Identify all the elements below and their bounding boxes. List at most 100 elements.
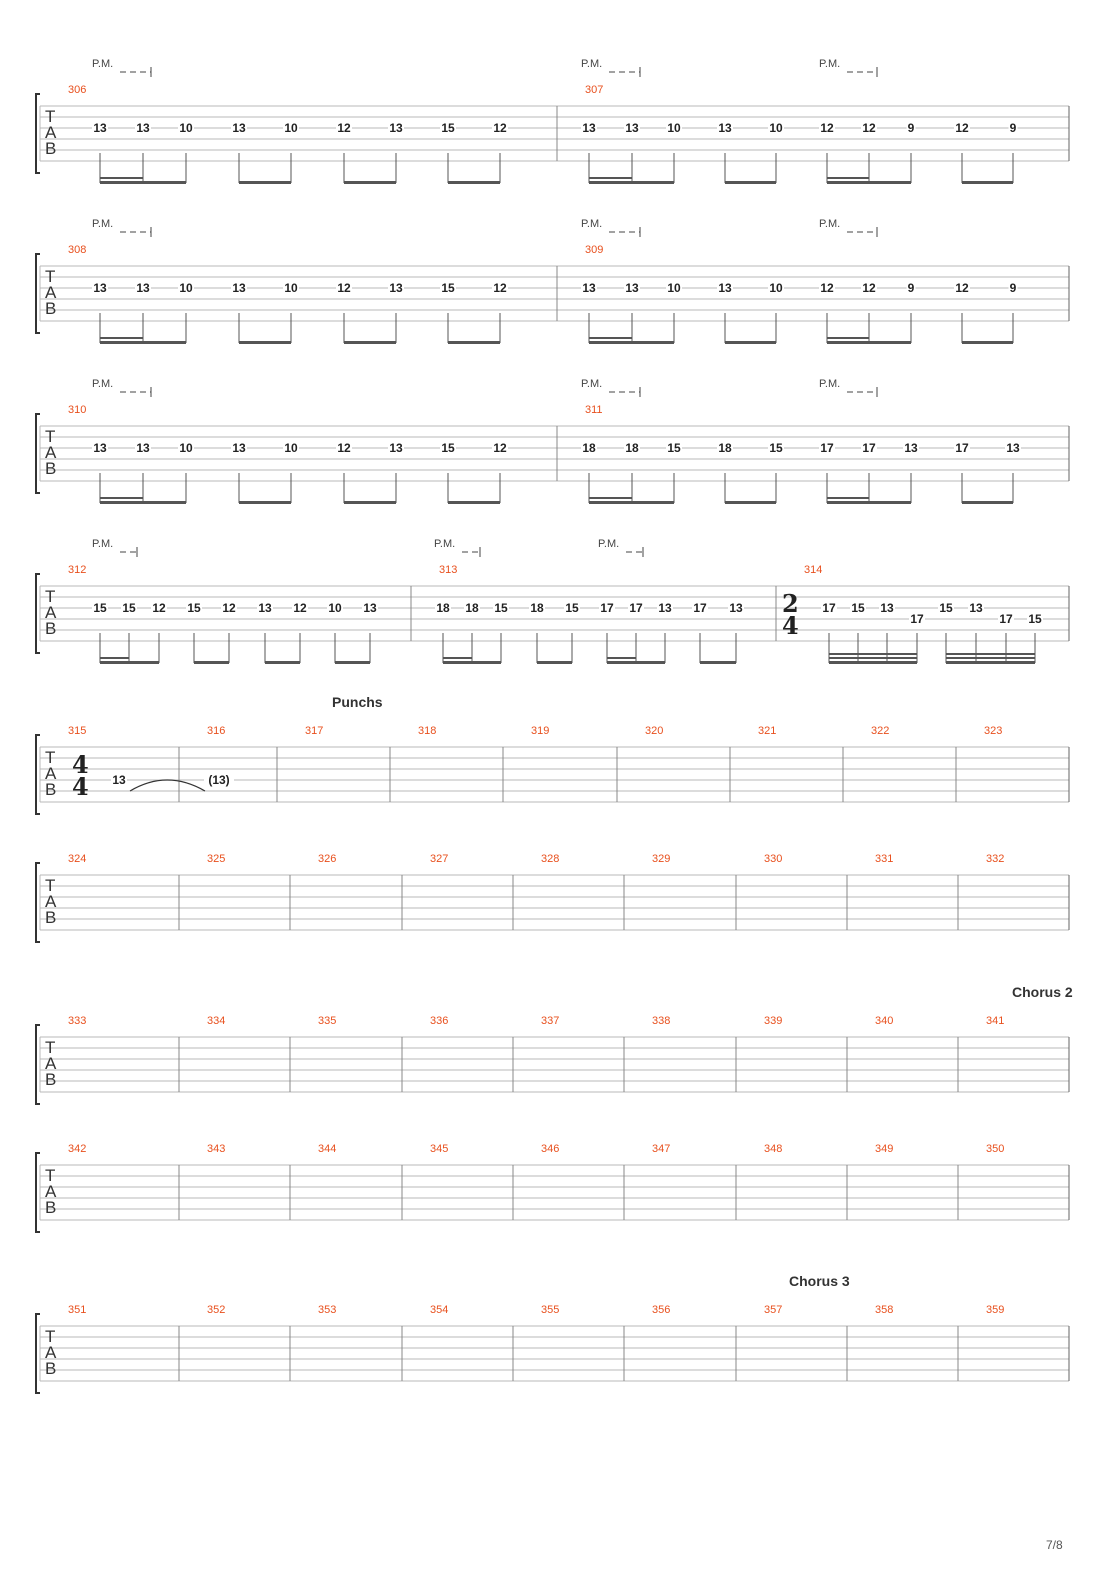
fret-number: 12 (337, 121, 351, 135)
system-bracket (35, 413, 40, 494)
fret-number: 18 (465, 601, 479, 615)
palm-mute-label: P.M. (434, 538, 455, 550)
tab-clef-letter: T (45, 1166, 55, 1185)
note-bg (92, 123, 108, 135)
measure-number: 355 (541, 1304, 559, 1316)
note-bg (388, 123, 404, 135)
palm-mute-label: P.M. (581, 218, 602, 230)
note-bg (283, 443, 299, 455)
beam (946, 657, 1035, 659)
time-signature-4-4-top: 4 (72, 750, 89, 779)
measure-number: 323 (984, 725, 1002, 737)
measure-number: 328 (541, 853, 559, 865)
tab-clef-letter: A (45, 283, 57, 302)
beam (829, 657, 917, 659)
note-bg (492, 443, 508, 455)
system-bracket (35, 1313, 40, 1394)
note-bg (186, 603, 202, 615)
note-bg (257, 603, 273, 615)
note-bg (692, 603, 708, 615)
fret-number: 12 (493, 441, 507, 455)
note-bg (231, 283, 247, 295)
note-bg (204, 775, 234, 787)
note-bg (135, 123, 151, 135)
beam (827, 501, 911, 504)
measure-number: 336 (430, 1015, 448, 1027)
measure-number: 325 (207, 853, 225, 865)
measure-number: 316 (207, 725, 225, 737)
measure-number: 353 (318, 1304, 336, 1316)
note-bg (717, 443, 733, 455)
note-bg (909, 614, 925, 626)
beam (829, 653, 917, 655)
note-bg (92, 603, 108, 615)
tab-system (35, 547, 1070, 664)
tab-clef-letter: T (45, 876, 55, 895)
measure-number: 354 (430, 1304, 448, 1316)
fret-number: 10 (179, 121, 193, 135)
beam (239, 501, 291, 504)
note-bg (111, 775, 127, 787)
fret-number: 15 (187, 601, 201, 615)
measure-number: 317 (305, 725, 323, 737)
tab-clef-letter: B (45, 139, 56, 158)
measure-number: 318 (418, 725, 436, 737)
fret-number: 13 (93, 441, 107, 455)
fret-number: 13 (625, 281, 639, 295)
tab-clef-letter: A (45, 603, 57, 622)
note-bg (903, 443, 919, 455)
measure-number: 315 (68, 725, 86, 737)
palm-mute-label: P.M. (819, 58, 840, 70)
section-label-chorus-2: Chorus 2 (1012, 984, 1073, 1000)
tab-clef-letter: B (45, 1198, 56, 1217)
palm-mute-label: P.M. (581, 378, 602, 390)
beam (100, 501, 186, 504)
fret-number: 12 (222, 601, 236, 615)
tab-clef-letter: T (45, 1038, 55, 1057)
note-bg (717, 123, 733, 135)
measure-number: 349 (875, 1143, 893, 1155)
section-label-punchs: Punchs (332, 694, 383, 710)
fret-number: 17 (999, 612, 1013, 626)
fret-number: 13 (880, 601, 894, 615)
fret-number: 18 (625, 441, 639, 455)
note-bg (492, 123, 508, 135)
tab-clef-letter: A (45, 123, 57, 142)
fret-number: 12 (337, 281, 351, 295)
beam (100, 661, 159, 664)
fret-number: 17 (820, 441, 834, 455)
note-bg (92, 443, 108, 455)
beam (344, 341, 396, 344)
fret-number: 13 (136, 121, 150, 135)
beam (589, 181, 674, 184)
fret-number: 15 (441, 441, 455, 455)
note-bg (666, 283, 682, 295)
fret-number: 13 (718, 281, 732, 295)
note-bg (768, 443, 784, 455)
beam (827, 337, 869, 339)
fret-number: 13 (363, 601, 377, 615)
fret-number: 13 (232, 121, 246, 135)
note-bg (151, 603, 167, 615)
fret-number: 15 (565, 601, 579, 615)
note-bg (861, 283, 877, 295)
note-bg (821, 603, 837, 615)
fret-number: 10 (667, 121, 681, 135)
time-signature-2-4-top: 2 (782, 589, 799, 618)
fret-number: 15 (93, 601, 107, 615)
measure-number: 338 (652, 1015, 670, 1027)
tab-system (35, 1313, 1070, 1394)
beam (725, 181, 776, 184)
tab-clef-letter: T (45, 267, 55, 286)
note-bg (121, 603, 137, 615)
measure-number: 351 (68, 1304, 86, 1316)
beam (100, 657, 129, 659)
note-bg (283, 283, 299, 295)
measure-number: 327 (430, 853, 448, 865)
measure-number: 352 (207, 1304, 225, 1316)
palm-mute-label: P.M. (92, 378, 113, 390)
fret-number: 17 (955, 441, 969, 455)
beam (829, 661, 917, 664)
fret-number: 10 (769, 281, 783, 295)
tab-system (35, 67, 1070, 184)
